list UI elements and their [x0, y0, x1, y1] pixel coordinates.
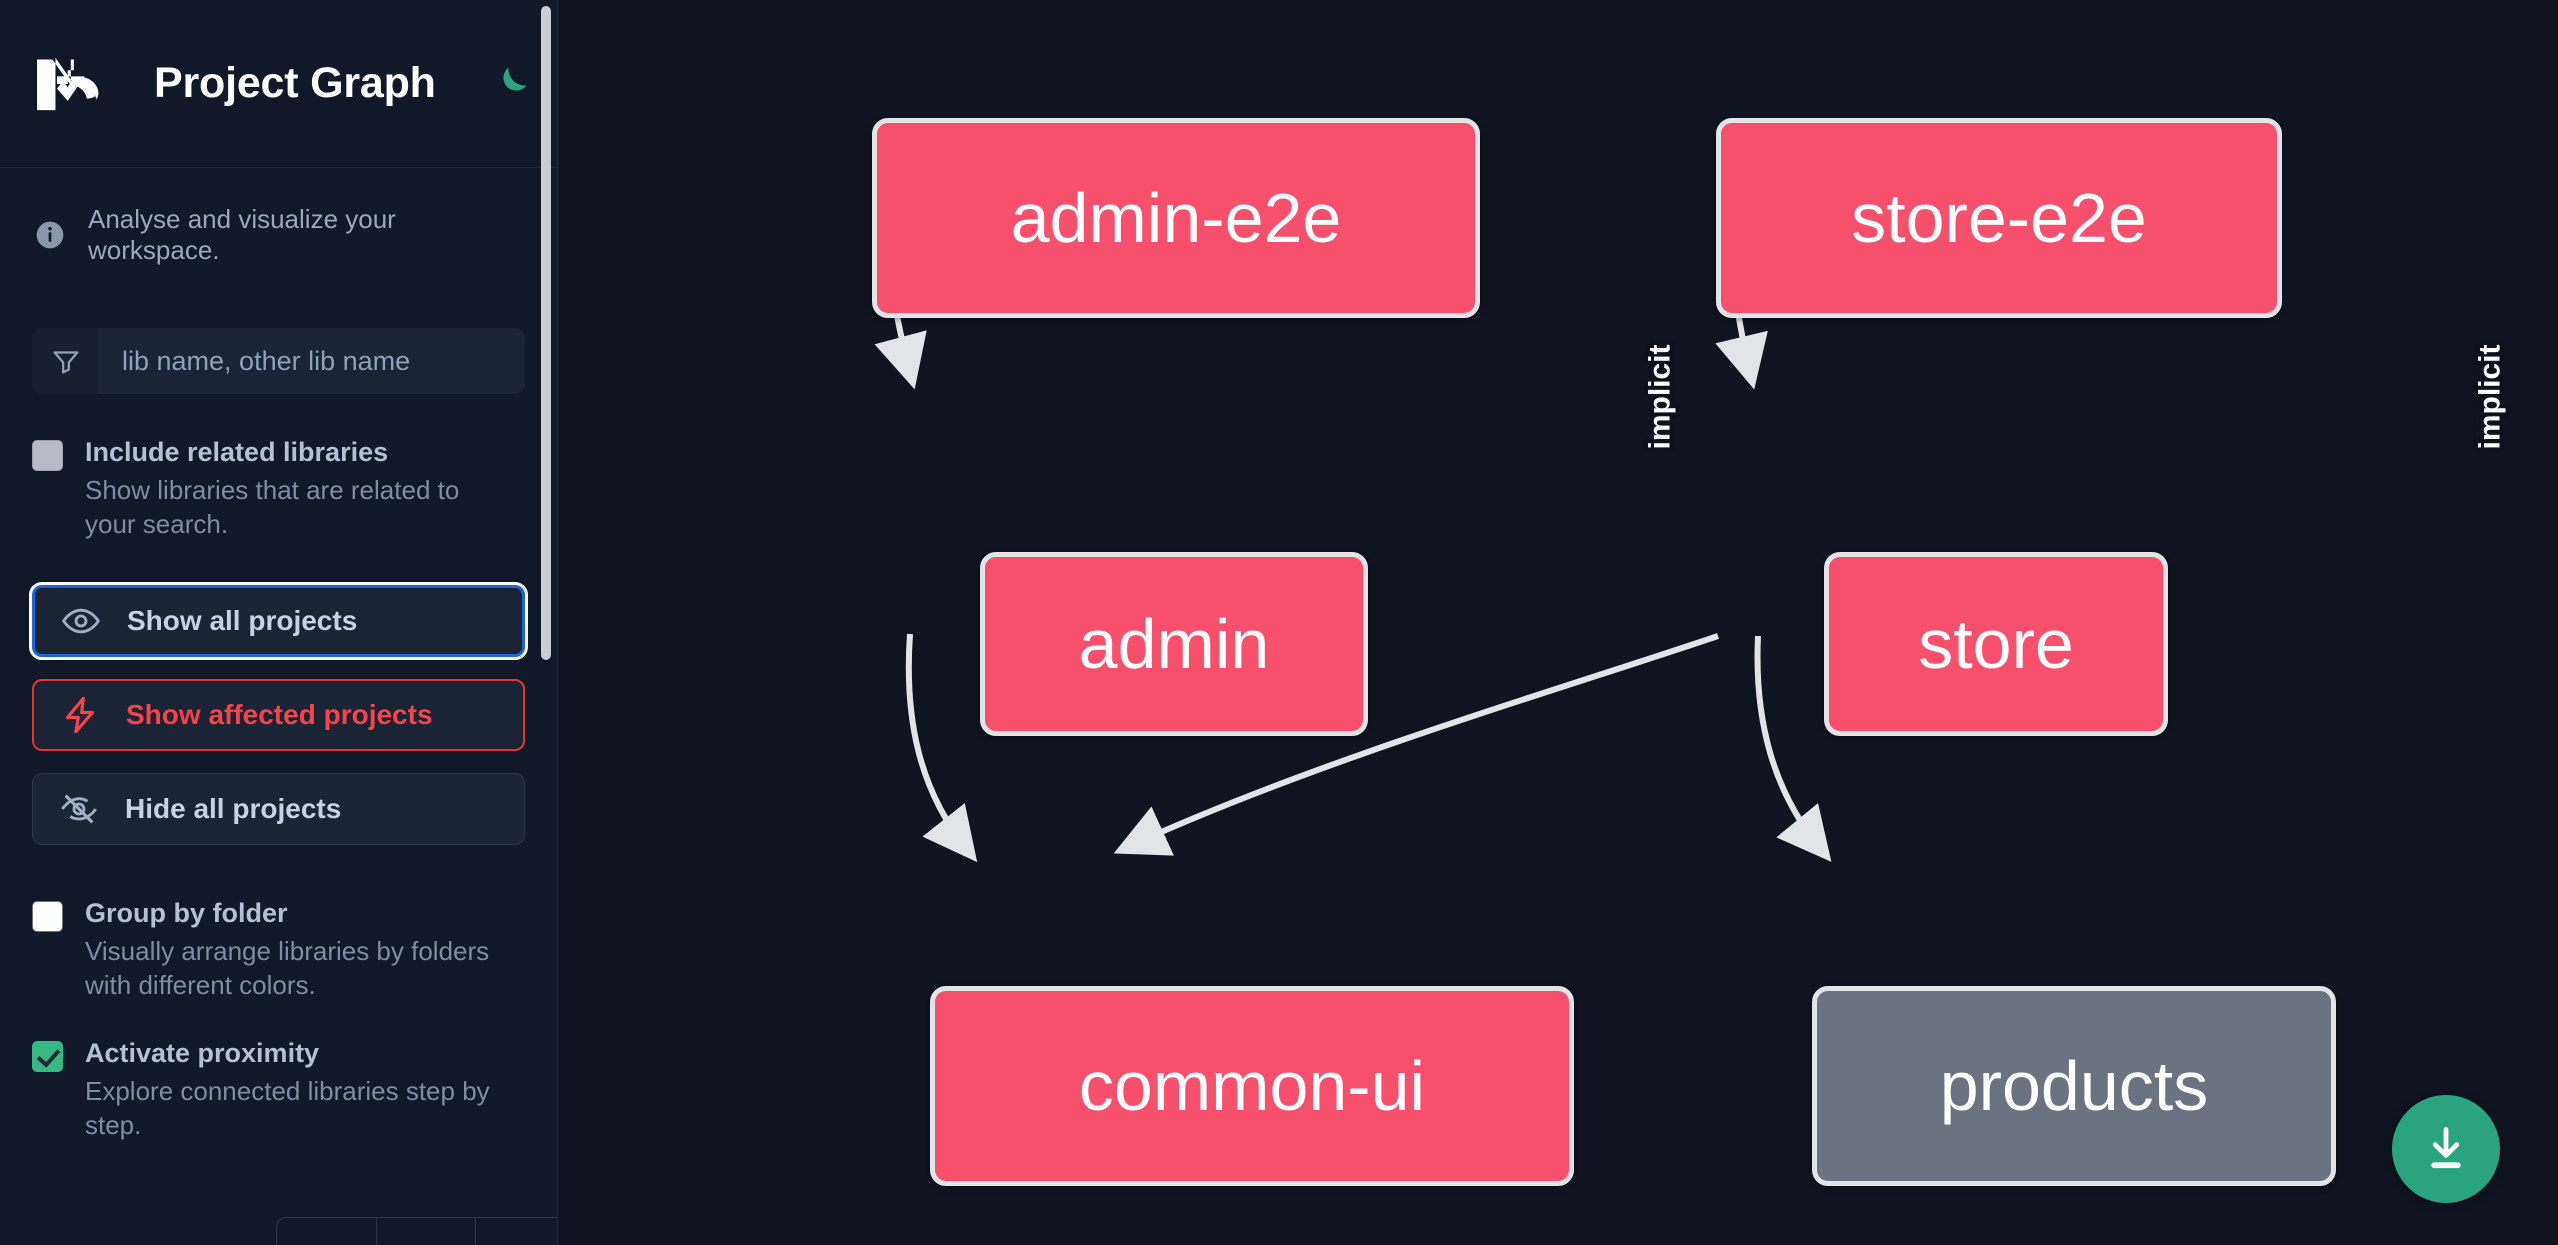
option-description: Explore connected libraries step by step… [85, 1075, 490, 1140]
option-activate-proximity[interactable]: Activate proximity Explore connected lib… [32, 1037, 525, 1142]
show-affected-projects-label: Show affected projects [126, 699, 433, 731]
sidebar-scrollbar[interactable] [541, 6, 551, 660]
download-graph-button[interactable] [2392, 1095, 2500, 1203]
graph-canvas[interactable]: implicit implicit admin-e2e store-e2e ad… [558, 0, 2558, 1245]
graph-node-store[interactable]: store [1824, 552, 2168, 736]
show-all-projects-label: Show all projects [127, 605, 358, 637]
option-label: Include related libraries [85, 437, 389, 467]
show-all-projects-button[interactable]: Show all projects [29, 582, 528, 661]
edge-label-implicit-admin: implicit [1643, 344, 1677, 450]
activate-proximity-checkbox[interactable] [32, 1040, 63, 1072]
edge-store-to-products [1754, 635, 1832, 862]
node-label: products [1939, 1047, 2209, 1125]
option-description: Show libraries that are related to your … [85, 474, 460, 540]
search-input[interactable] [100, 328, 525, 394]
group-by-folder-checkbox[interactable] [32, 901, 63, 933]
lightning-bolt-icon [65, 697, 95, 734]
node-label: admin [1078, 605, 1270, 683]
option-description: Visually arrange libraries by folders wi… [85, 936, 490, 1001]
option-texts: Group by folder Visually arrange librari… [85, 897, 515, 1002]
include-related-libraries-checkbox[interactable] [32, 440, 63, 471]
download-icon [2431, 1127, 2461, 1169]
hide-all-projects-label: Hide all projects [125, 793, 342, 825]
filter-row [32, 328, 525, 394]
visibility-button-group: Show all projects Show affected projects… [29, 582, 528, 846]
node-label: store [1918, 605, 2074, 683]
stepper-decrease[interactable] [277, 1218, 377, 1245]
node-label: common-ui [1078, 1047, 1426, 1125]
stepper-increase[interactable] [476, 1218, 557, 1245]
graph-node-store-e2e[interactable]: store-e2e [1716, 118, 2282, 318]
graph-node-admin[interactable]: admin [980, 552, 1368, 736]
edge-label-implicit-store: implicit [2473, 344, 2507, 450]
moon-icon[interactable] [488, 62, 532, 106]
eye-icon [62, 609, 100, 634]
sidebar: Project Graph Analyse and visualize your… [0, 0, 558, 1245]
show-affected-projects-button[interactable]: Show affected projects [32, 679, 525, 752]
option-texts: Include related libraries Show libraries… [85, 436, 515, 541]
option-texts: Activate proximity Explore connected lib… [85, 1037, 515, 1142]
edge-store-to-common-ui [1113, 633, 1719, 856]
option-include-related-libraries[interactable]: Include related libraries Show libraries… [32, 436, 525, 541]
eye-off-icon [61, 794, 97, 824]
tagline-row: Analyse and visualize your workspace. [0, 168, 557, 266]
nx-logo [37, 57, 99, 110]
filter-funnel-icon [53, 351, 78, 374]
edge-admin-to-common-ui [905, 633, 978, 863]
graph-node-admin-e2e[interactable]: admin-e2e [872, 118, 1480, 318]
stepper-value [377, 1218, 477, 1245]
option-label: Group by folder [85, 898, 288, 929]
filter-icon-box [32, 328, 100, 394]
info-icon [36, 221, 64, 249]
option-label: Activate proximity [85, 1037, 320, 1068]
page-title: Project Graph [154, 59, 436, 107]
proximity-stepper-control[interactable] [276, 1217, 557, 1245]
tagline-text: Analyse and visualize your workspace. [88, 204, 396, 265]
option-group-by-folder[interactable]: Group by folder Visually arrange librari… [32, 897, 525, 1002]
graph-node-common-ui[interactable]: common-ui [930, 986, 1574, 1186]
node-label: store-e2e [1851, 179, 2147, 257]
hide-all-projects-button[interactable]: Hide all projects [32, 773, 525, 846]
node-label: admin-e2e [1010, 179, 1342, 257]
sidebar-header: Project Graph [0, 0, 557, 168]
graph-node-products[interactable]: products [1812, 986, 2336, 1186]
